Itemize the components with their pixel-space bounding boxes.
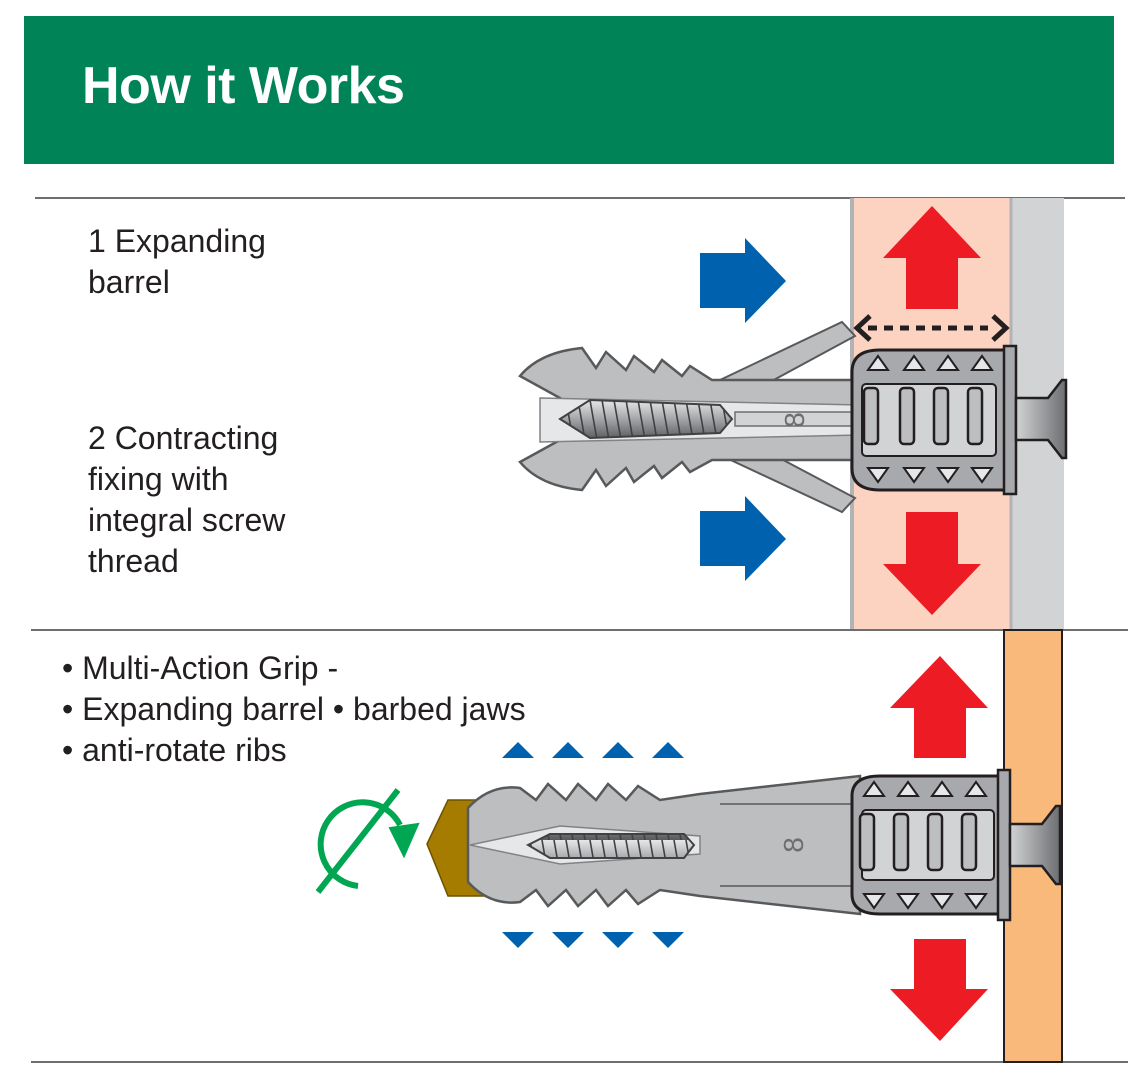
plug-size-marking: 8 xyxy=(779,412,810,428)
arrow-down-red-icon xyxy=(890,939,988,1041)
divider-top xyxy=(35,197,1125,199)
header-banner: How it Works xyxy=(24,16,1114,164)
wall-plug-icon: 8 xyxy=(466,768,1062,922)
label-expanding-barrel: 1 Expanding barrel xyxy=(88,221,266,303)
grip-up-triangles-icon xyxy=(502,742,684,758)
arrow-up-red-icon xyxy=(883,206,981,309)
expansion-width-icon xyxy=(853,314,1010,342)
arrow-down-red-icon xyxy=(883,512,981,615)
page-title: How it Works xyxy=(82,57,405,115)
label-line: fixing with xyxy=(88,461,229,497)
divider-bottom xyxy=(31,1061,1128,1063)
grip-down-triangles-icon xyxy=(502,932,684,948)
anti-rotate-icon xyxy=(315,788,420,894)
feature-bullets: • Multi-Action Grip - • Expanding barrel… xyxy=(62,648,526,771)
bullet-item: • Expanding barrel • barbed jaws xyxy=(62,691,526,727)
arrow-right-blue-icon xyxy=(700,238,786,323)
label-contracting-fixing: 2 Contracting fixing with integral screw… xyxy=(88,418,285,582)
wall-plug-icon: 8 xyxy=(518,320,1068,514)
label-line: 2 Contracting xyxy=(88,420,279,456)
bullet-item: • Multi-Action Grip - xyxy=(62,650,339,686)
divider-middle xyxy=(31,629,1128,631)
plug-size-marking: 8 xyxy=(778,837,809,853)
bullet-item: • anti-rotate ribs xyxy=(62,732,287,768)
arrow-up-red-icon xyxy=(890,656,988,758)
label-line: barrel xyxy=(88,264,170,300)
label-line: thread xyxy=(88,543,179,579)
arrow-right-blue-icon xyxy=(700,496,786,581)
label-line: 1 Expanding xyxy=(88,223,266,259)
label-line: integral screw xyxy=(88,502,286,538)
